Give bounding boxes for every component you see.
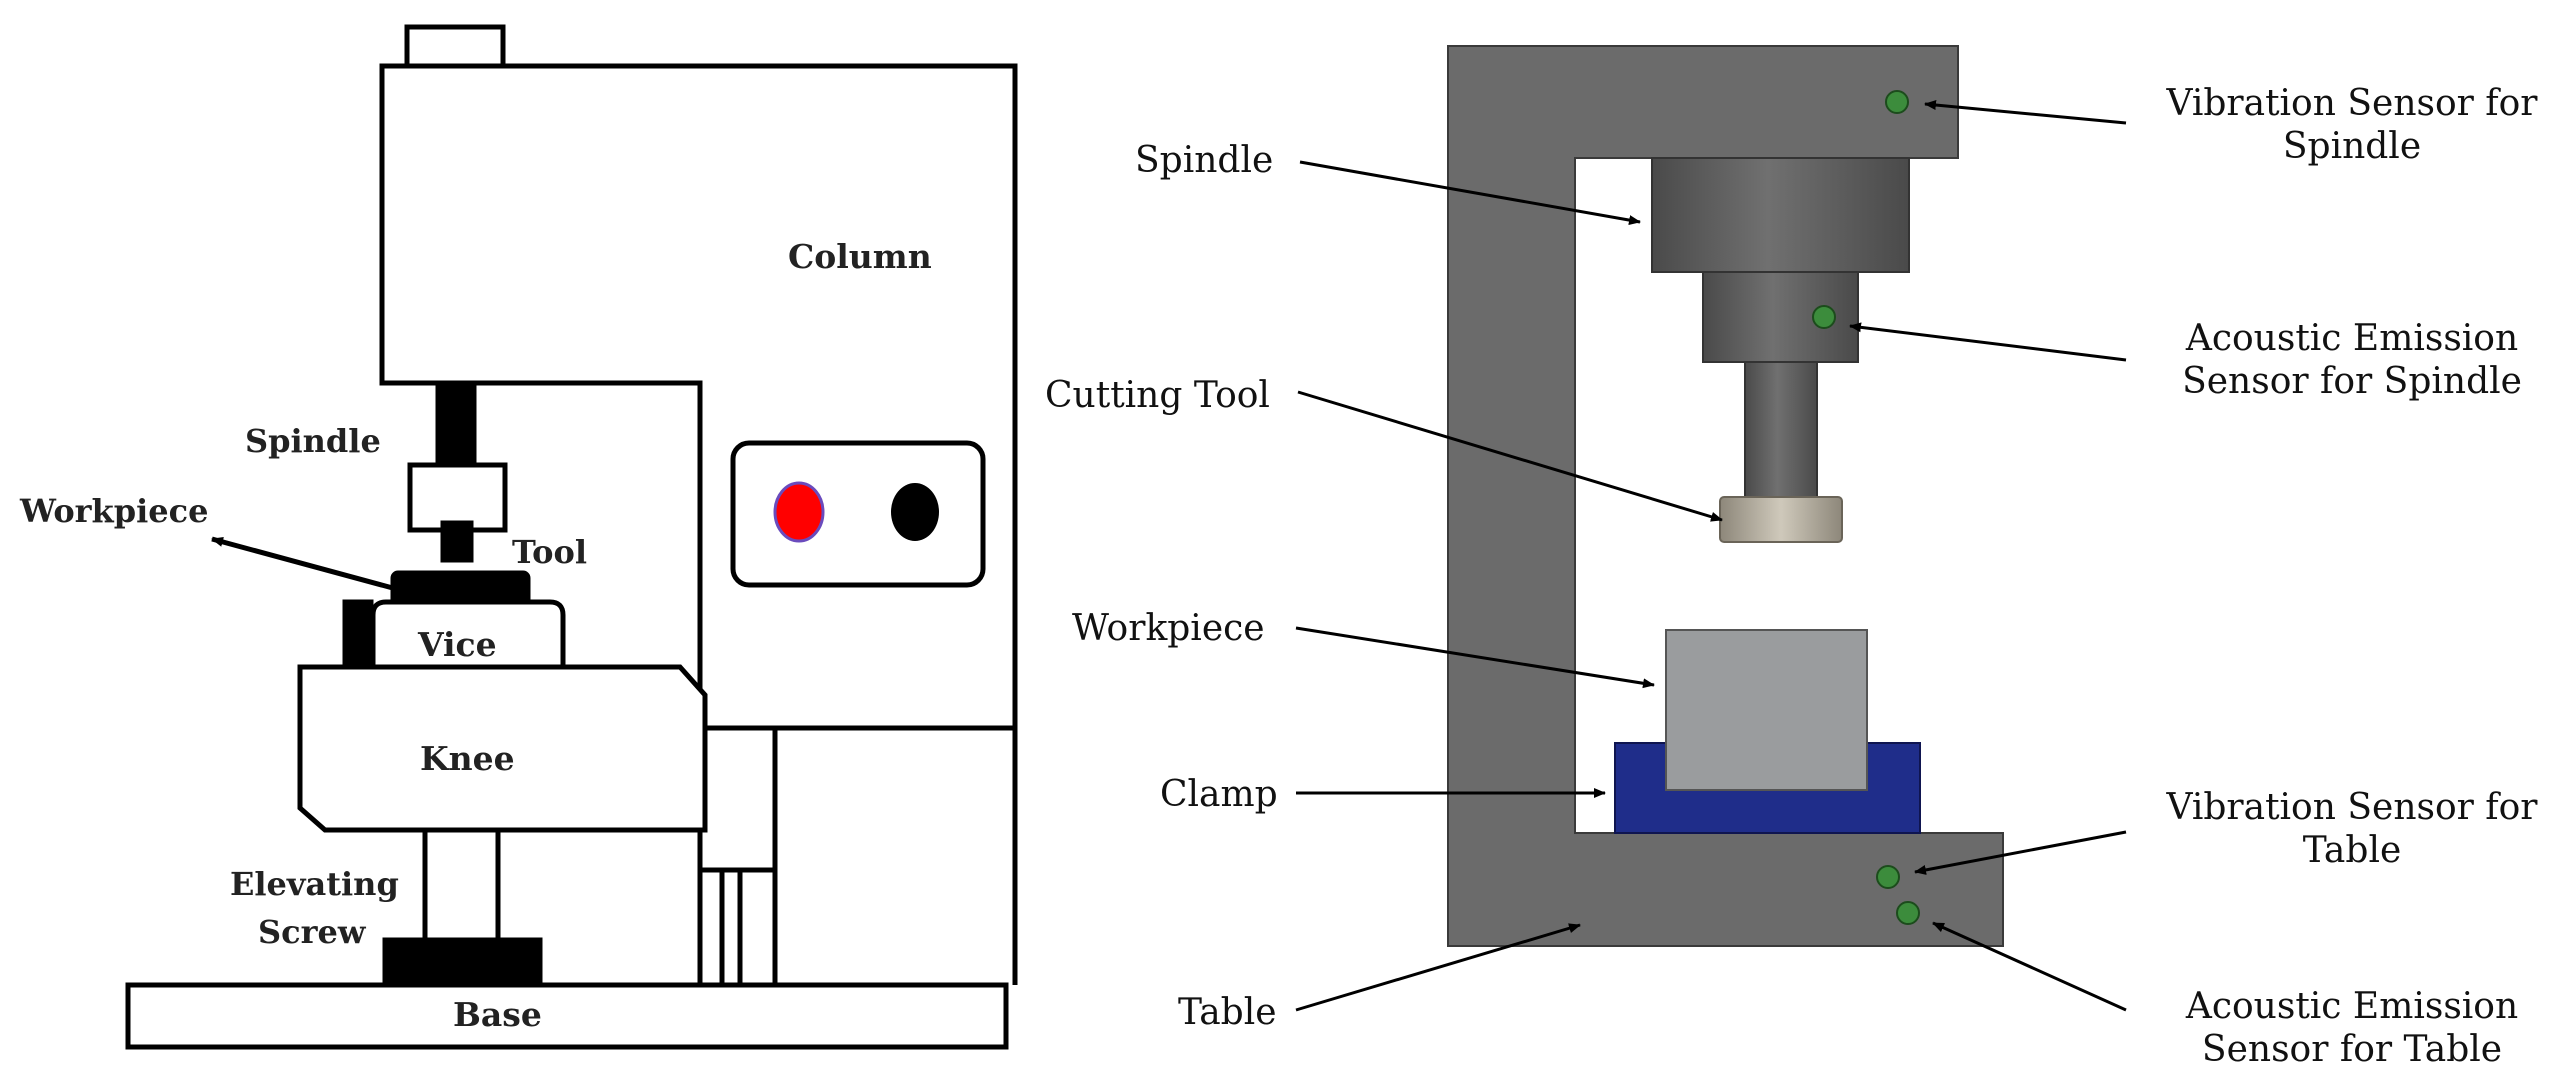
vice-body — [370, 599, 566, 667]
arrow-table — [1295, 923, 1581, 1012]
label-table: Table — [1178, 992, 1277, 1033]
label-spindle-right: Spindle — [1135, 140, 1273, 181]
arrow-ae-spindle — [1849, 322, 2127, 362]
control-panel — [730, 440, 986, 588]
vice-jaw — [342, 599, 374, 670]
label-vib-spindle-2: Spindle — [2283, 126, 2421, 167]
label-vib-table-2: Table — [2303, 830, 2402, 871]
cutting-tool — [1719, 496, 1843, 543]
right-labels: Spindle Cutting Tool Workpiece Clamp Tab… — [1045, 83, 2538, 1070]
workpiece-block — [1665, 629, 1868, 791]
label-cutting-tool: Cutting Tool — [1045, 375, 1270, 416]
ae-sensor-table — [1896, 901, 1920, 925]
left-labels: Column Spindle Workpiece Tool Vice Knee … — [19, 237, 932, 1034]
right-machine-cad — [1447, 45, 2004, 947]
spindle-head — [407, 462, 508, 533]
indicator-light-red — [773, 481, 825, 543]
label-elevating: Elevating — [230, 865, 399, 903]
label-vice: Vice — [417, 625, 497, 664]
workpiece-arrow — [211, 536, 401, 593]
label-ae-spindle-2: Sensor for Spindle — [2182, 361, 2522, 402]
label-screw: Screw — [258, 913, 367, 951]
label-vib-spindle-1: Vibration Sensor for — [2165, 83, 2538, 124]
label-column: Column — [788, 237, 932, 276]
arrow-workpiece — [1295, 626, 1655, 689]
label-spindle: Spindle — [245, 422, 381, 460]
c-frame — [1447, 45, 2004, 947]
arrow-vib-table — [1914, 830, 2127, 875]
arrow-cutting-tool — [1297, 390, 1723, 522]
ae-sensor-spindle — [1812, 305, 1836, 329]
label-base: Base — [453, 995, 542, 1034]
column-top-cap — [404, 24, 506, 70]
left-machine-schematic — [125, 24, 1018, 1050]
indicator-light-black — [891, 483, 939, 541]
vibration-sensor-table — [1876, 865, 1900, 889]
spindle-upper — [1651, 157, 1910, 273]
spindle-shaft — [435, 382, 477, 468]
label-workpiece-right: Workpiece — [1072, 608, 1265, 649]
label-ae-table-2: Sensor for Table — [2202, 1029, 2502, 1070]
label-clamp: Clamp — [1160, 774, 1278, 815]
machine-base — [125, 982, 1009, 1050]
spindle-shaft — [1744, 361, 1818, 500]
right-arrows — [1295, 100, 2127, 1012]
vibration-sensor-spindle — [1885, 90, 1909, 114]
knee-body — [297, 664, 708, 833]
label-ae-spindle-1: Acoustic Emission — [2185, 318, 2518, 359]
arrow-ae-table — [1932, 921, 2127, 1012]
tool-bit — [440, 520, 474, 563]
label-workpiece: Workpiece — [19, 492, 208, 530]
arrow-vib-spindle — [1924, 100, 2127, 125]
label-tool: Tool — [512, 533, 587, 571]
arrow-spindle — [1299, 160, 1641, 226]
label-ae-table-1: Acoustic Emission — [2185, 986, 2518, 1027]
label-vib-table-1: Vibration Sensor for — [2165, 787, 2538, 828]
label-knee: Knee — [420, 739, 515, 778]
elevating-screw-nut — [382, 937, 543, 988]
